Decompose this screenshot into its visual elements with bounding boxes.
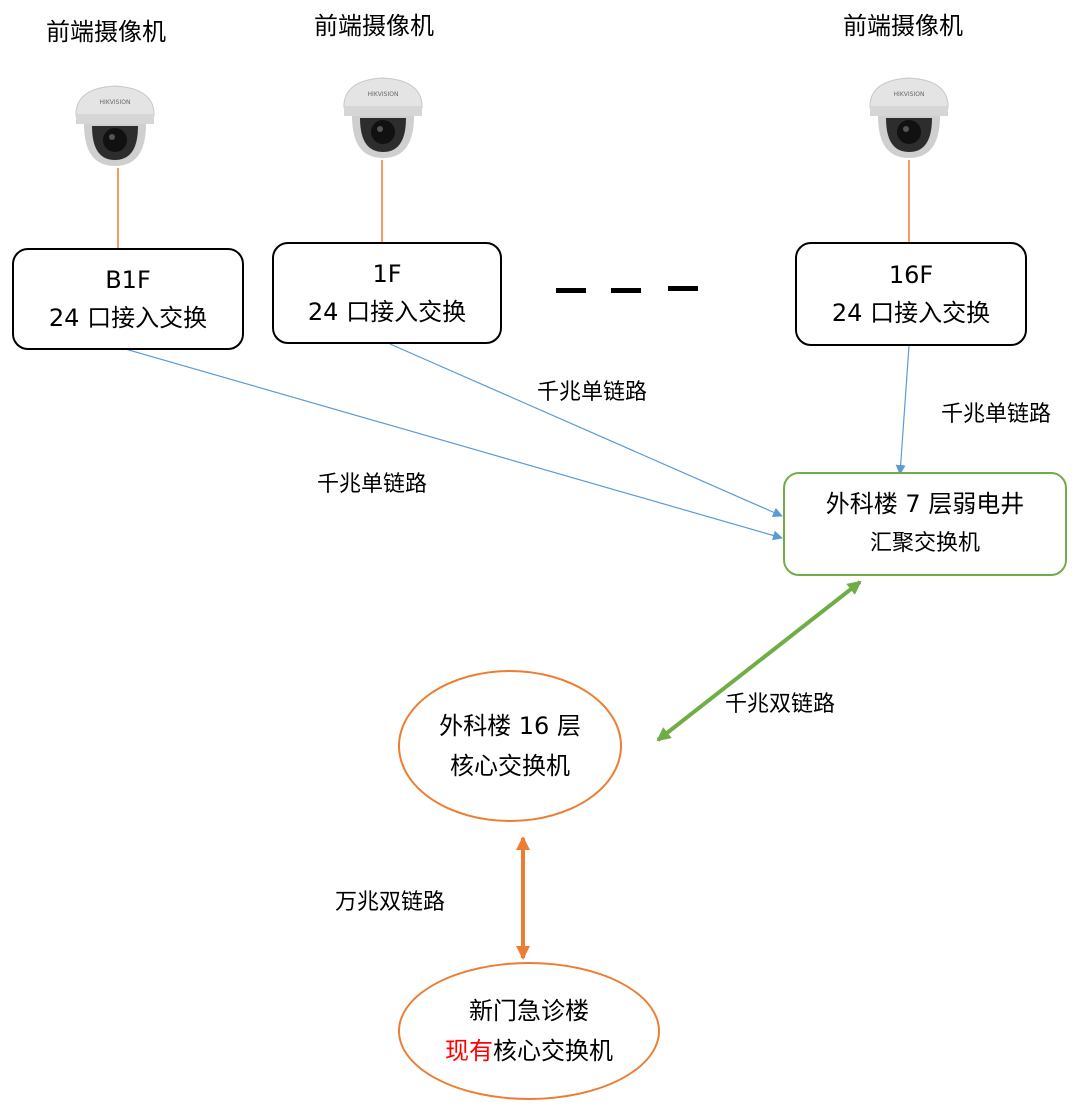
dome-camera-icon: HIKVISION bbox=[70, 84, 160, 172]
camera-2-logo: HIKVISION bbox=[368, 91, 399, 98]
switch-label: 24 口接入交换 bbox=[307, 298, 467, 326]
access-switch-16f: 16F 24 口接入交换 bbox=[795, 242, 1027, 346]
camera-title-3: 前端摄像机 bbox=[843, 12, 963, 40]
link-label-1f: 千兆单链路 bbox=[537, 380, 648, 405]
link-label-b1f: 千兆单链路 bbox=[317, 472, 428, 497]
ellipsis-dash bbox=[556, 288, 586, 293]
link-label-16f: 千兆单链路 bbox=[941, 402, 1052, 427]
existing-highlight: 现有 bbox=[445, 1037, 493, 1065]
aggregation-switch-line1: 外科楼 7 层弱电井 bbox=[825, 490, 1025, 518]
link-label-agg-core: 千兆双链路 bbox=[725, 692, 836, 717]
camera-title-1: 前端摄像机 bbox=[46, 18, 166, 46]
dome-camera-icon: HIKVISION bbox=[338, 76, 428, 164]
link-16f-agg bbox=[895, 345, 910, 475]
switch-floor: 16F bbox=[888, 261, 934, 289]
access-switch-1f: 1F 24 口接入交换 bbox=[272, 242, 502, 344]
new-core-line2: 现有核心交换机 bbox=[445, 1031, 613, 1071]
switch-label: 24 口接入交换 bbox=[48, 304, 208, 332]
new-core-switch: 新门急诊楼 现有核心交换机 bbox=[398, 962, 660, 1100]
link-agg-core bbox=[656, 580, 862, 742]
aggregation-switch-line2: 汇聚交换机 bbox=[869, 531, 980, 556]
core-switch-line2: 核心交换机 bbox=[450, 752, 570, 780]
switch-floor: B1F bbox=[105, 266, 151, 294]
dome-camera-icon: HIKVISION bbox=[864, 76, 954, 164]
access-switch-b1f: B1F 24 口接入交换 bbox=[12, 248, 244, 350]
link-b1f-agg bbox=[121, 347, 783, 541]
switch-label: 24 口接入交换 bbox=[831, 299, 991, 327]
switch-floor: 1F bbox=[372, 260, 402, 288]
core-switch-line1: 外科楼 16 层 bbox=[439, 712, 581, 740]
core-switch: 外科楼 16 层 核心交换机 bbox=[398, 670, 622, 822]
aggregation-switch: 外科楼 7 层弱电井 汇聚交换机 bbox=[783, 472, 1067, 576]
new-core-line1: 新门急诊楼 bbox=[469, 997, 589, 1025]
camera-3-logo: HIKVISION bbox=[894, 91, 925, 98]
new-core-rest: 核心交换机 bbox=[493, 1037, 613, 1065]
link-label-core-new: 万兆双链路 bbox=[335, 890, 446, 915]
link-1f-agg bbox=[389, 343, 783, 517]
camera-1-logo: HIKVISION bbox=[100, 99, 131, 106]
ellipsis-dash bbox=[668, 286, 698, 291]
ellipsis-dash bbox=[611, 288, 641, 293]
camera-title-2: 前端摄像机 bbox=[314, 12, 434, 40]
